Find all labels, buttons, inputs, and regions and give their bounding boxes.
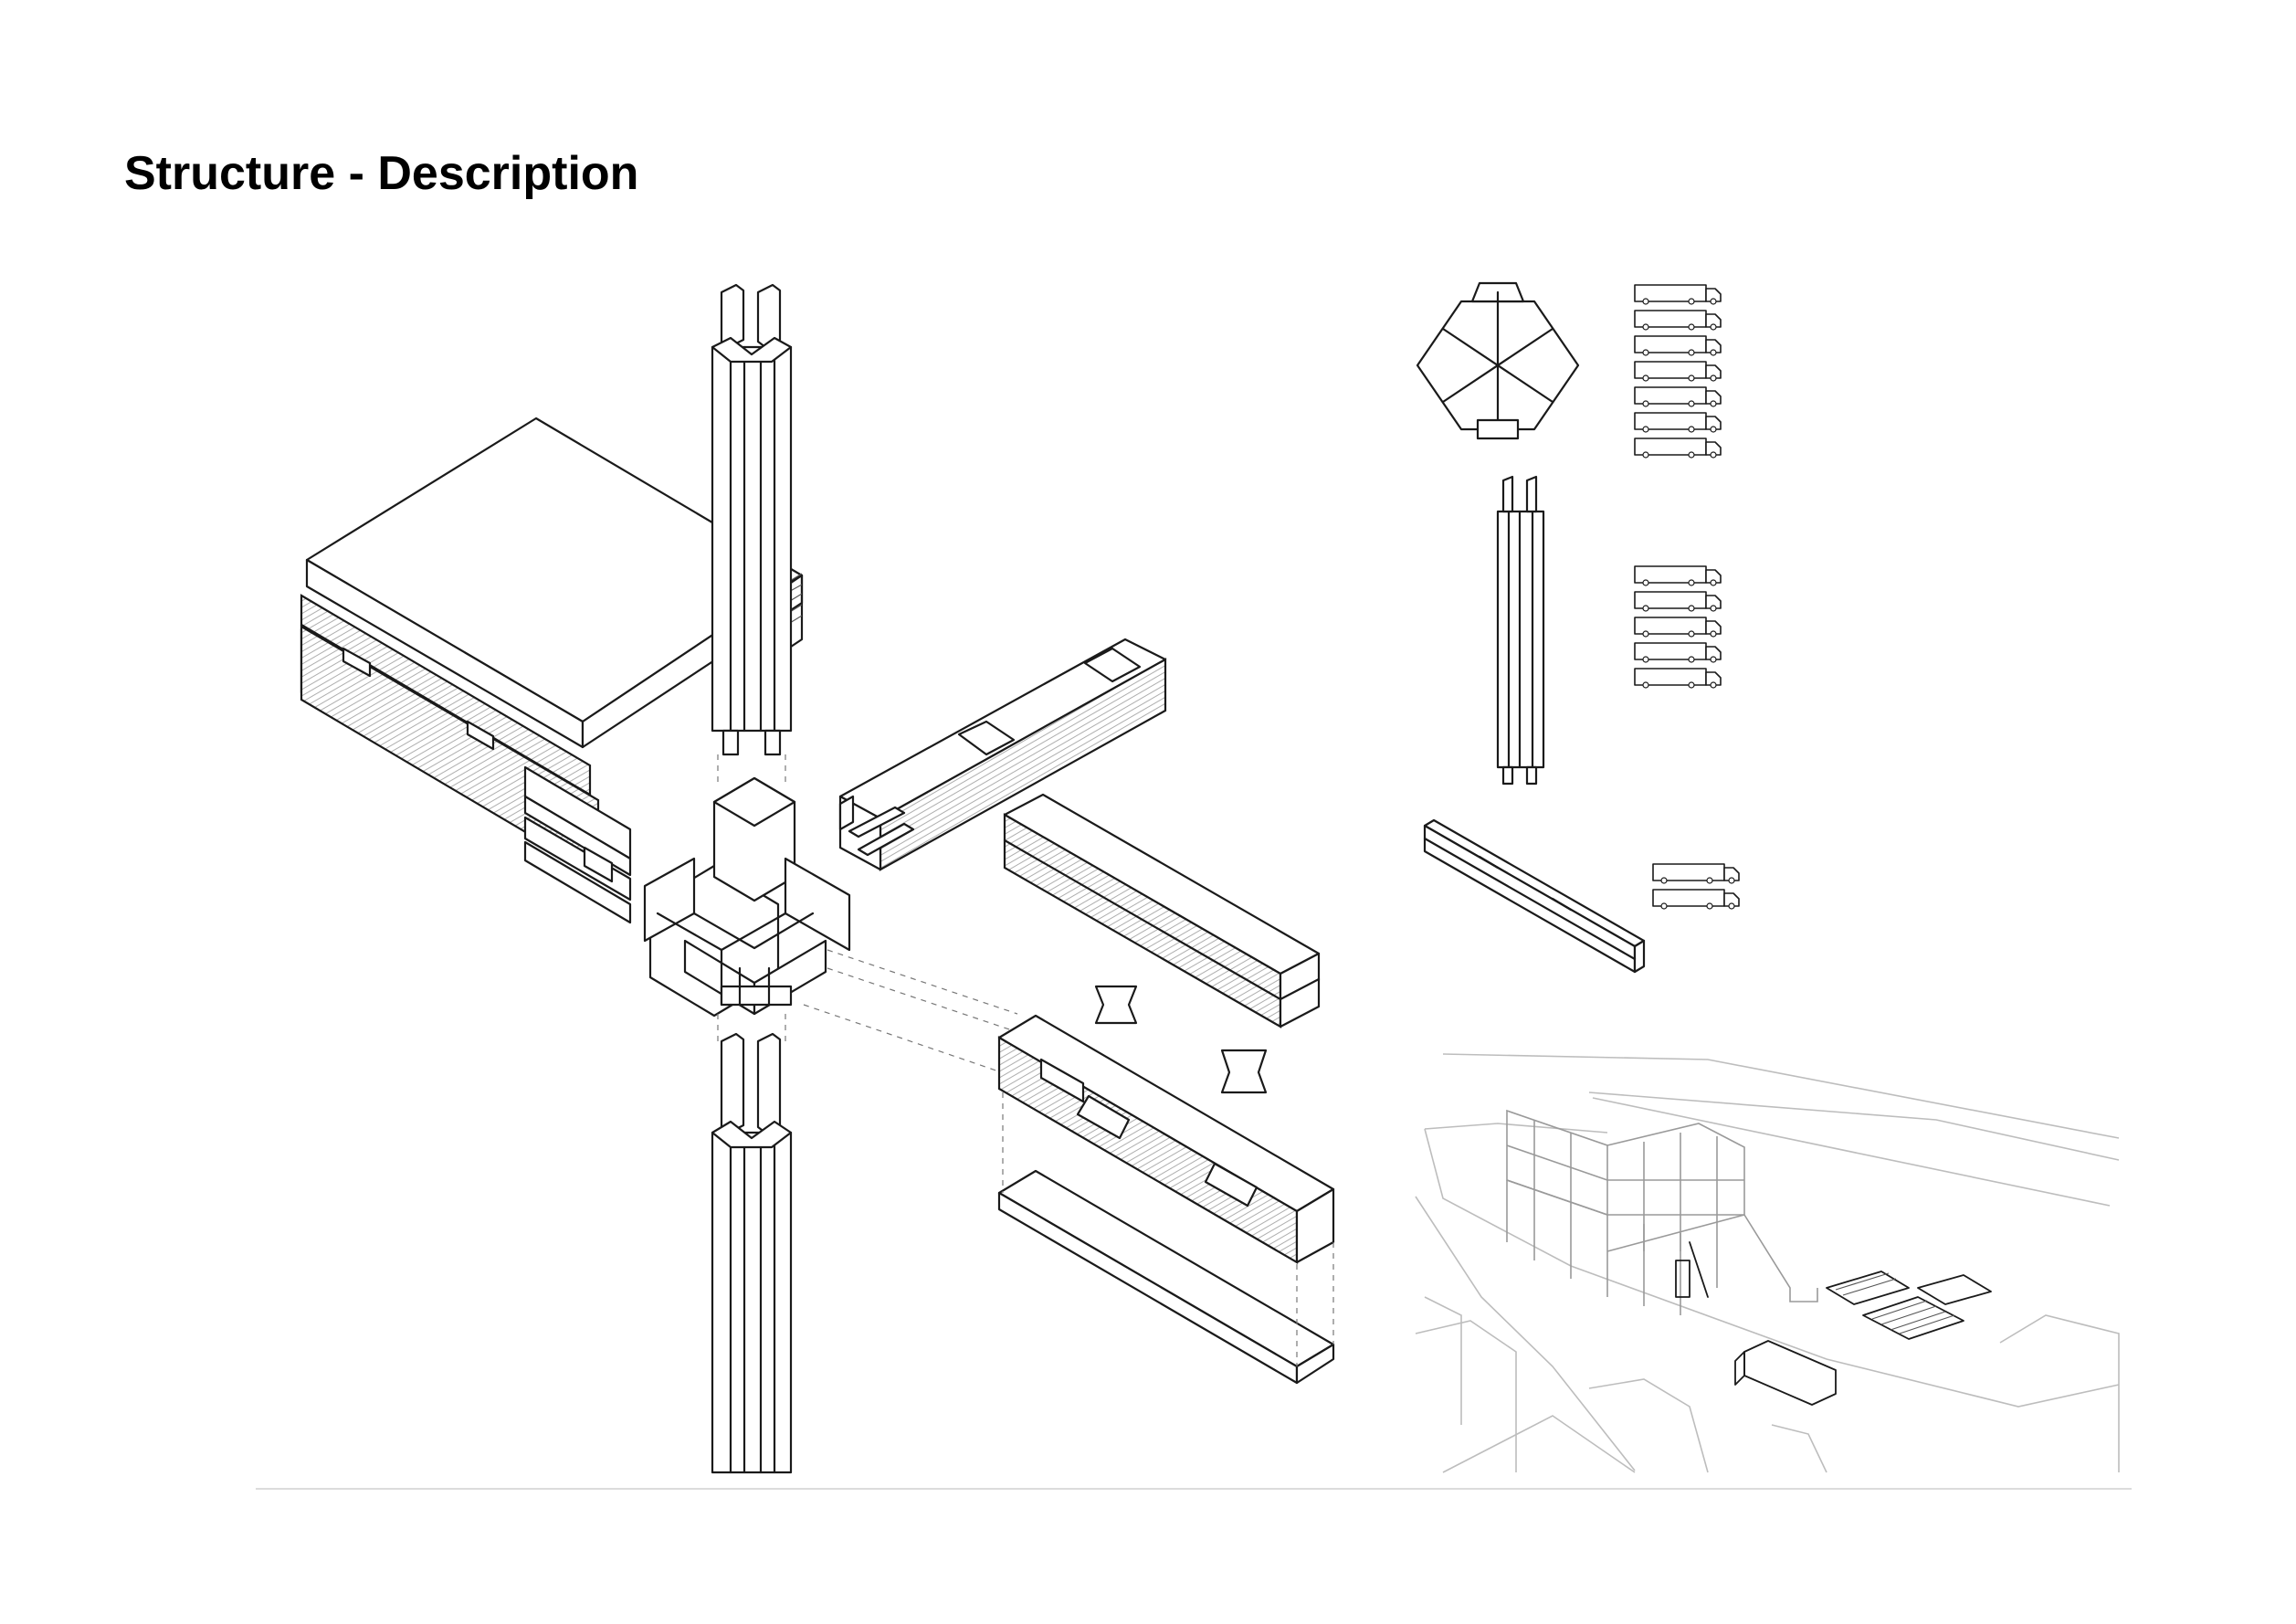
truck <box>1734 1340 1837 1406</box>
beam-right <box>1003 793 1321 1028</box>
slab-plank <box>997 1169 1335 1385</box>
upper-column <box>711 283 793 756</box>
transport-node <box>1416 281 1580 440</box>
transport-trucks-column <box>1634 565 1722 689</box>
stacked-material <box>1826 1271 1992 1340</box>
beam-upper-right <box>838 638 1167 871</box>
transport-column <box>1496 475 1545 786</box>
transport-trucks-beam <box>1652 863 1740 910</box>
connector-block <box>1094 985 1268 1094</box>
floor-slab-block <box>300 417 804 924</box>
site-view <box>1415 1053 2120 1473</box>
lower-column <box>711 1032 793 1474</box>
cross-shaped-column-node <box>643 776 851 1018</box>
crane <box>1743 1214 1818 1302</box>
page-title: Structure - Description <box>124 147 639 200</box>
transport-trucks-node <box>1634 284 1722 459</box>
beam-lower-right <box>997 1014 1335 1264</box>
frame-structure <box>1506 1109 1745 1315</box>
transport-beam <box>1423 818 1646 974</box>
